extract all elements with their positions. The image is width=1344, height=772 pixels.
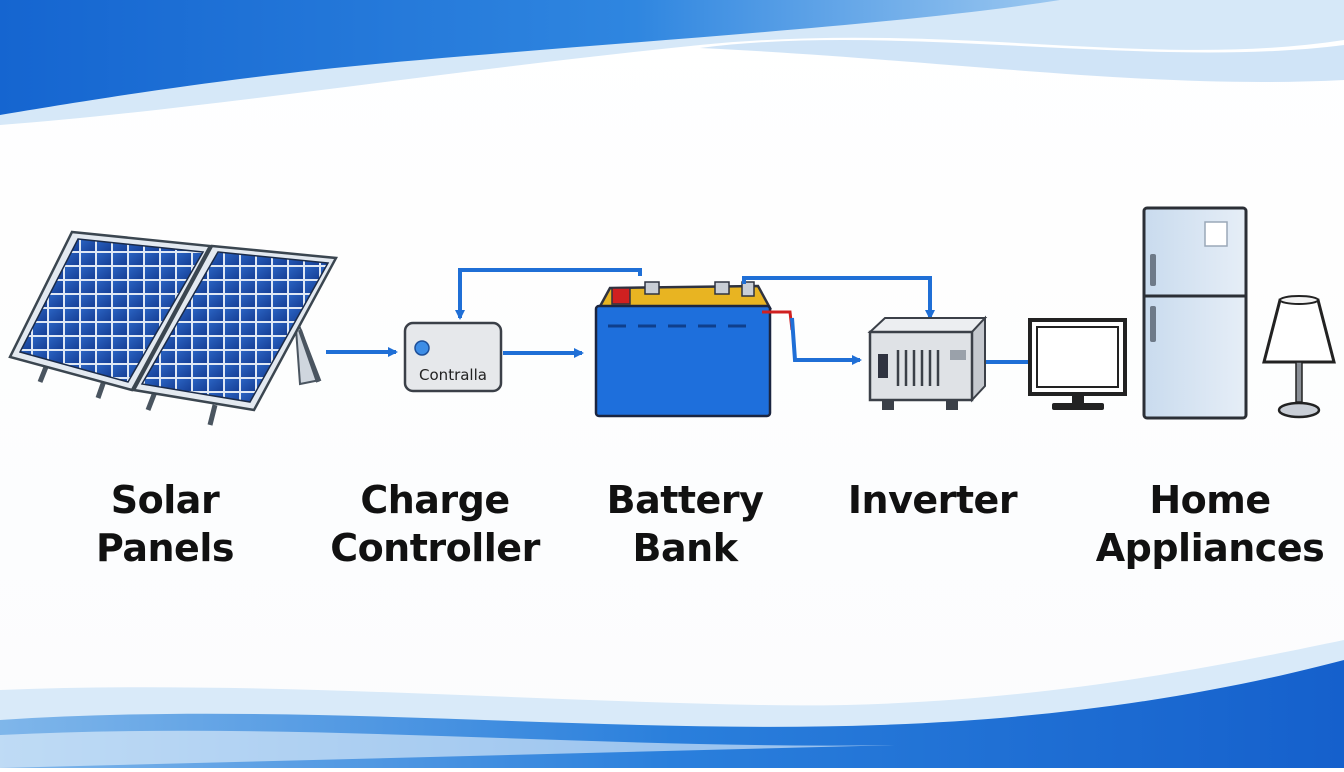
label-battery-bank: Battery Bank (590, 476, 780, 572)
label-solar-panels-line1: Solar (110, 478, 220, 522)
controller-device-text: Contralla (419, 366, 487, 384)
inverter-icon (867, 315, 988, 410)
arrow-battery-to-controller-loop (455, 268, 642, 320)
arrow-battery-top-to-inverter (742, 276, 935, 320)
label-solar-panels-line2: Panels (96, 526, 234, 570)
label-solar-panels: Solar Panels (60, 476, 270, 572)
label-home-appliances-line2: Appliances (1095, 526, 1325, 570)
label-charge-controller-line2: Controller (330, 526, 540, 570)
charge-controller-icon: Contralla (403, 321, 503, 393)
label-inverter-line1: Inverter (847, 478, 1018, 522)
tv-monitor-icon (1028, 318, 1127, 410)
label-inverter: Inverter (830, 476, 1035, 524)
label-battery-bank-line1: Battery (606, 478, 764, 522)
battery-icon (594, 281, 794, 418)
table-lamp-icon (1262, 295, 1336, 419)
refrigerator-icon (1142, 206, 1248, 420)
arrow-battery-to-inverter (790, 317, 862, 365)
label-home-appliances-line1: Home (1149, 478, 1271, 522)
bottom-wave (0, 640, 1344, 768)
label-home-appliances: Home Appliances (1085, 476, 1335, 572)
solar-panel-icon (8, 230, 338, 426)
label-battery-bank-line2: Bank (632, 526, 738, 570)
label-charge-controller-line1: Charge (360, 478, 510, 522)
label-charge-controller: Charge Controller (320, 476, 550, 572)
top-wave (0, 0, 1344, 125)
